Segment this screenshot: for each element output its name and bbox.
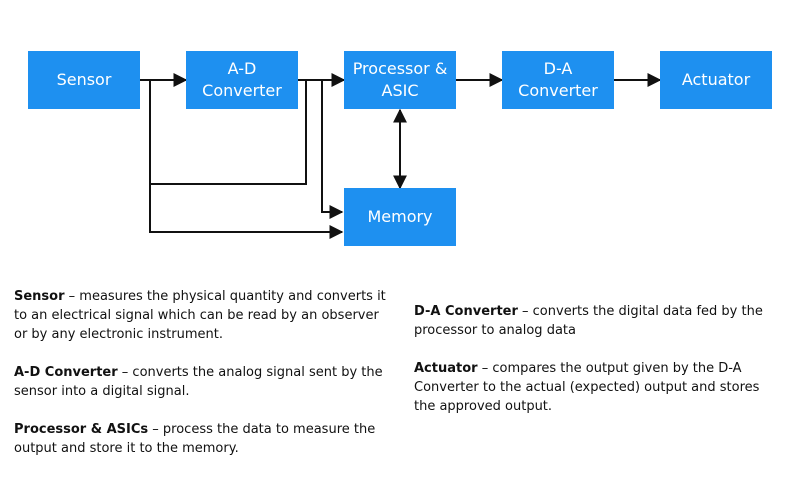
sensor-label: Sensor (56, 70, 112, 89)
signal-flow-connectors (140, 73, 662, 239)
dac-label-line2: Converter (518, 81, 598, 100)
sensor-block: Sensor (28, 51, 140, 109)
processor-label-line2: ASIC (381, 81, 419, 100)
description-sensor: Sensor – measures the physical quantity … (14, 287, 394, 344)
adc-label-line1: A-D (227, 59, 257, 78)
actuator-block: Actuator (660, 51, 772, 109)
description-actuator-text: – compares the output given by the D-A C… (414, 361, 760, 414)
memory-block: Memory (344, 188, 456, 246)
adc-block: A-D Converter (186, 51, 298, 109)
description-actuator-term: Actuator (414, 361, 478, 376)
description-sensor-term: Sensor (14, 289, 65, 304)
description-adc-term: A-D Converter (14, 365, 118, 380)
description-actuator: Actuator – compares the output given by … (414, 359, 774, 416)
arrow-sensor-to-memory (149, 184, 344, 239)
arrow-adc-to-memory (321, 80, 344, 219)
description-sensor-text: – measures the physical quantity and con… (14, 289, 386, 342)
description-adc-text: – converts the analog signal sent by the… (14, 365, 383, 399)
processor-label-line1: Processor & (352, 59, 448, 78)
description-dac-text: – converts the digital data fed by the p… (414, 304, 763, 338)
description-processor-term: Processor & ASICs (14, 422, 149, 437)
description-processor: Processor & ASICs – process the data to … (14, 420, 394, 458)
description-processor-text: – process the data to measure the output… (14, 422, 376, 456)
line-sensor-bus-top (149, 80, 307, 185)
processor-block: Processor & ASIC (344, 51, 456, 109)
dac-label-line1: D-A (543, 59, 573, 78)
dac-block: D-A Converter (502, 51, 614, 109)
description-dac: D-A Converter – converts the digital dat… (414, 302, 774, 340)
description-column-left: Sensor – measures the physical quantity … (14, 287, 394, 458)
actuator-label: Actuator (681, 70, 751, 89)
description-adc: A-D Converter – converts the analog sign… (14, 363, 394, 401)
description-column-right: D-A Converter – converts the digital dat… (414, 302, 774, 416)
description-dac-term: D-A Converter (414, 304, 518, 319)
adc-label-line2: Converter (202, 81, 282, 100)
memory-label: Memory (367, 207, 433, 226)
